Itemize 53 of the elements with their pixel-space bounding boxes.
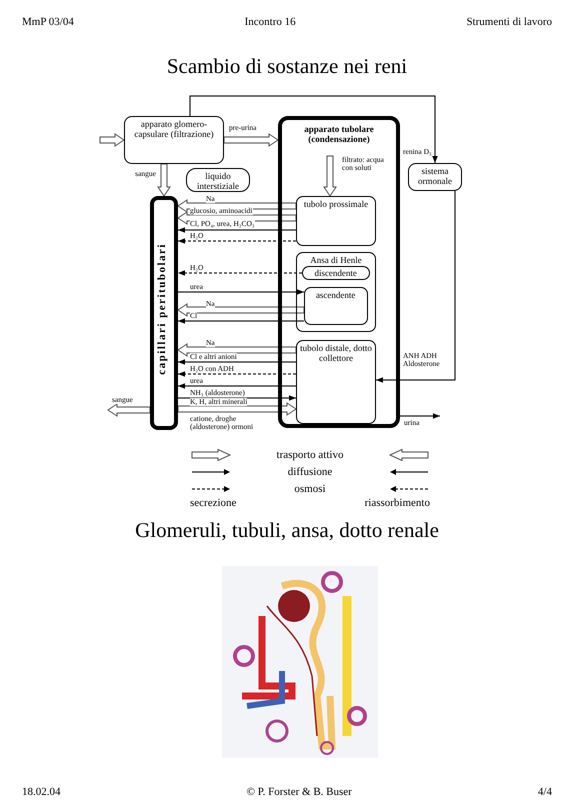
legend-heading: secrezione	[190, 497, 236, 509]
arrow	[190, 96, 438, 164]
dashed-arrow	[178, 270, 302, 276]
header-text: MmP 03/04	[22, 16, 74, 28]
box-label: liquido interstiziale	[196, 170, 240, 193]
arrow	[178, 395, 296, 401]
arrow	[178, 318, 304, 324]
legend-heading: riassorbimento	[364, 497, 430, 509]
diagram-title: Scambio di sostanze nei reni	[166, 54, 408, 79]
process-box	[186, 168, 250, 192]
container-box	[296, 252, 376, 332]
box-label: ascendente	[314, 288, 356, 302]
hollow-arrow	[157, 164, 171, 197]
footer-text: © P. Forster & B. Buser	[246, 786, 352, 798]
section-title: Glomeruli, tubuli, ansa, dotto renale	[135, 518, 439, 543]
arrow	[178, 289, 304, 295]
hollow-arrow	[100, 133, 125, 147]
hollow-arrow	[224, 133, 279, 147]
hollow-arrow	[177, 303, 304, 317]
box-title: apparato tubolare (condensazione)	[303, 123, 375, 146]
arrow	[178, 383, 296, 389]
legend-text: trasporto attivo	[276, 448, 344, 460]
arrow	[178, 359, 296, 365]
legend-text: osmosi	[293, 482, 327, 494]
vessel-box	[150, 196, 178, 430]
process-box	[296, 340, 376, 424]
box-title: Ansa di Henle	[309, 254, 363, 267]
dashed-arrow	[178, 238, 296, 244]
arrow	[376, 190, 456, 383]
process-box	[304, 286, 368, 325]
box-label: tubolo prossimale	[302, 198, 370, 211]
box-label: sistema ormonale	[417, 165, 453, 188]
hollow-arrow	[323, 156, 337, 197]
box-label: apparato glomero-capsulare (filtrazione)	[133, 118, 215, 141]
box-label: capillari peritubolari	[157, 243, 167, 375]
dashed-arrow	[178, 371, 296, 377]
process-box	[296, 196, 376, 246]
arrow	[400, 413, 440, 419]
footer-text: 4/4	[538, 786, 552, 798]
arrow	[178, 227, 296, 233]
hollow-arrow	[107, 403, 150, 417]
hollow-arrow	[177, 343, 296, 357]
box-label: discendente	[313, 266, 358, 279]
header-text: Incontro 16	[244, 16, 296, 28]
header-text: Strumenti di lavoro	[466, 16, 552, 28]
process-box	[124, 116, 224, 164]
process-box	[302, 266, 370, 280]
process-box	[408, 163, 462, 191]
hollow-arrow	[178, 402, 297, 416]
legend-text: diffusione	[286, 466, 334, 478]
box-label: tubolo distale, dotto collettore	[299, 342, 373, 365]
container-box	[278, 116, 400, 428]
footer-text: 18.02.04	[22, 786, 60, 798]
